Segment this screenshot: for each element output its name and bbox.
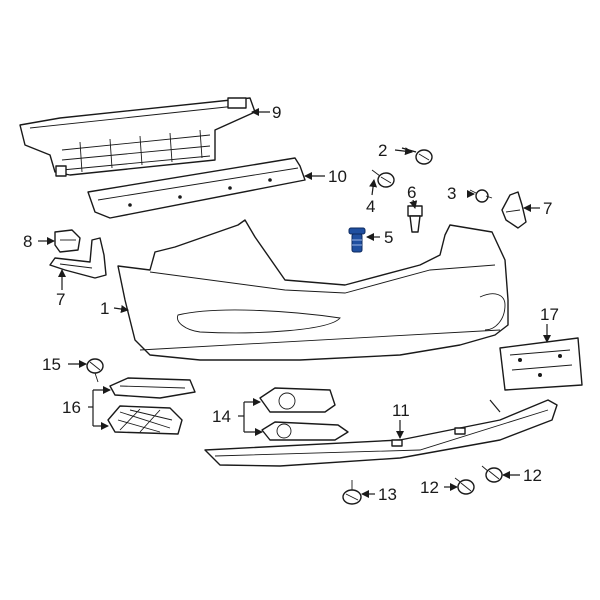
callout-16: 16 <box>62 398 81 417</box>
callout-12-left: 12 <box>420 478 439 497</box>
callout-7-right: 7 <box>543 199 552 218</box>
callout-11: 11 <box>392 401 410 420</box>
callout-13: 13 <box>378 485 397 504</box>
callout-1: 1 <box>100 299 109 318</box>
part-16-upper-bezel[interactable] <box>109 377 196 399</box>
callout-2: 2 <box>378 141 387 160</box>
callout-3: 3 <box>447 184 456 203</box>
callout-leaders <box>38 108 551 498</box>
part-1-bumper-cover[interactable] <box>117 219 509 361</box>
part-12-bolt-left[interactable] <box>454 477 475 495</box>
part-4-bolt[interactable] <box>371 169 395 188</box>
part-14-upper-housing[interactable] <box>259 387 336 413</box>
callout-15: 15 <box>42 355 61 374</box>
callout-9: 9 <box>272 103 281 122</box>
callout-10: 10 <box>328 167 347 186</box>
callout-17: 17 <box>540 305 559 324</box>
part-6-fastener[interactable] <box>407 205 423 233</box>
callout-4: 4 <box>366 197 375 216</box>
callout-8: 8 <box>23 232 32 251</box>
part-17-license-plate-bracket[interactable] <box>499 337 583 391</box>
part-10-absorber-bar[interactable] <box>87 157 306 219</box>
part-13-bolt[interactable] <box>342 480 362 505</box>
part-16-lower-bezel[interactable] <box>107 405 183 435</box>
part-9-upper-grille-bracket[interactable] <box>19 97 256 177</box>
callout-labels: 9 10 2 3 4 6 5 7 8 7 1 17 15 16 14 11 12… <box>23 103 559 504</box>
part-5-push-pin-highlighted[interactable] <box>348 227 366 253</box>
callout-7-left: 7 <box>56 290 65 309</box>
part-14-lower-housing[interactable] <box>261 421 349 441</box>
callout-12-right: 12 <box>523 466 542 485</box>
part-11-lower-valance[interactable] <box>204 399 558 467</box>
part-2-screw[interactable] <box>401 147 433 165</box>
part-7-right-side-bracket[interactable] <box>501 191 527 229</box>
callout-14: 14 <box>212 407 231 426</box>
part-12-bolt-right[interactable] <box>481 465 503 483</box>
part-15-bolt[interactable] <box>86 358 104 383</box>
callout-5: 5 <box>384 228 393 247</box>
part-8-bracket[interactable] <box>54 229 81 253</box>
part-7-left-side-bracket[interactable] <box>49 237 107 279</box>
part-3-screw[interactable] <box>469 189 493 203</box>
callout-6: 6 <box>407 183 416 202</box>
